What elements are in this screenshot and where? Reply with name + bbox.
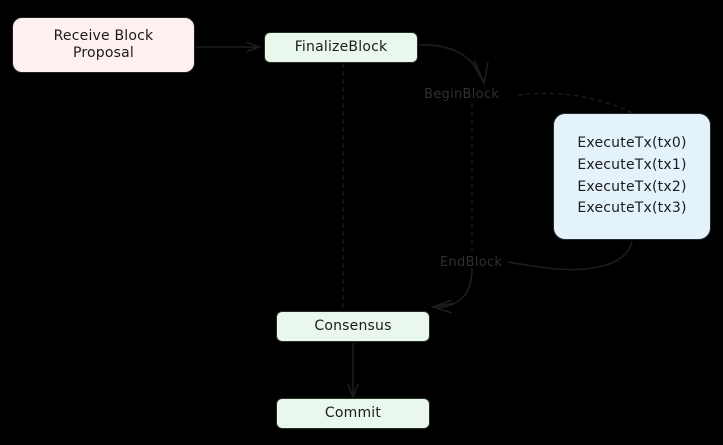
edge-label-end-block: EndBlock	[440, 255, 503, 270]
arrowhead-commit	[347, 383, 359, 400]
node-receive-block-proposal[interactable]: Receive Block Proposal	[12, 17, 195, 73]
node-consensus[interactable]: Consensus	[276, 311, 430, 342]
arrowhead-consensus-tail	[432, 302, 456, 308]
node-execute-tx[interactable]: ExecuteTx(tx0) ExecuteTx(tx1) ExecuteTx(…	[553, 113, 711, 240]
edge-endblock-to-consensus	[437, 267, 473, 309]
edge-executetx-to-endblock	[507, 240, 633, 271]
edge-label-begin-block: BeginBlock	[424, 87, 500, 102]
arrowhead-beginblock	[471, 61, 489, 86]
edge-finalize-to-beginblock	[418, 44, 483, 79]
edge-beginblock-to-executetx	[518, 92, 633, 114]
node-finalize-block[interactable]: FinalizeBlock	[264, 32, 418, 63]
arrowhead-consensus	[430, 299, 453, 314]
node-commit[interactable]: Commit	[276, 398, 430, 429]
arrowhead-finalize	[245, 41, 262, 53]
arrowhead-beginblock-tail	[473, 59, 485, 84]
